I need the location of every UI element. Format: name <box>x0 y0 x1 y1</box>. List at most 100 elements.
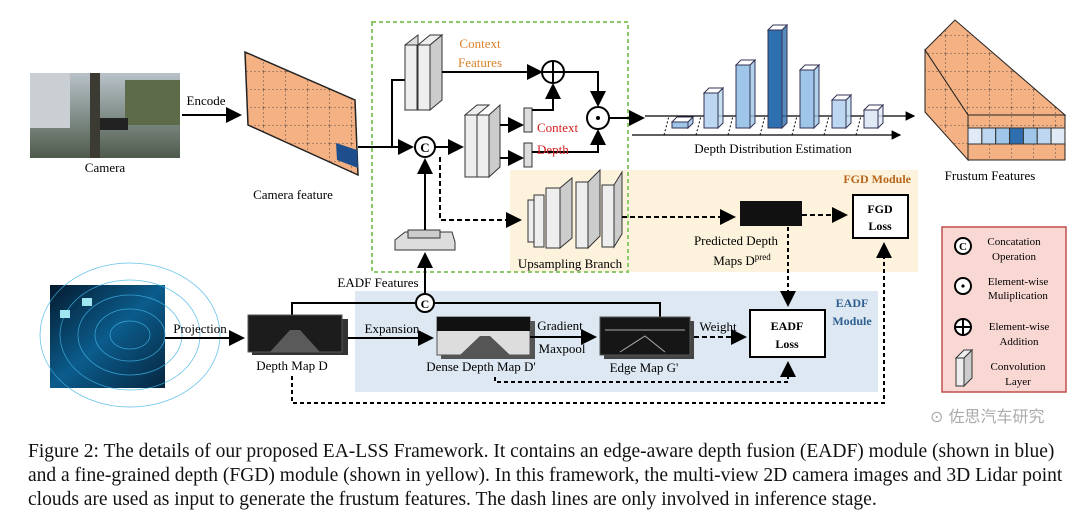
concat-icon: C <box>414 136 436 158</box>
depth-bin-bar <box>823 115 830 136</box>
concat-legend-icon: C <box>954 237 972 255</box>
svg-text:Loss: Loss <box>775 337 799 351</box>
depth-bin-bar <box>734 59 757 66</box>
eadf-pooling-block <box>394 229 456 251</box>
depth-bin-bar <box>831 99 847 129</box>
depth-bin-bar <box>727 115 734 136</box>
depth-bin-bar <box>862 104 885 111</box>
edge-map-label: Edge Map G' <box>610 360 679 375</box>
depth-bin-bar <box>749 58 756 130</box>
dense-depth-map-image <box>436 316 535 359</box>
context-features-label-2: Features <box>458 55 502 70</box>
depth-bin-bar <box>759 115 766 136</box>
depth-bin-bar <box>813 63 820 130</box>
maxpool-label: Maxpool <box>539 341 586 356</box>
fgd-module-title: FGD Module <box>843 172 911 186</box>
frustum-depth-cell <box>1036 127 1052 145</box>
svg-text:FGD: FGD <box>867 202 893 216</box>
depth-distribution-label: Depth Distribution Estimation <box>694 141 852 156</box>
frustum-features-label: Frustum Features <box>945 168 1036 183</box>
eadf-loss-box: EADF Loss <box>749 309 826 358</box>
depth-bin-bar <box>671 121 689 129</box>
camera-label: Camera <box>85 160 126 175</box>
depth-label: Depth <box>537 142 569 157</box>
depthnet-region <box>371 21 629 273</box>
svg-text:C: C <box>420 140 429 155</box>
multiply-legend-icon <box>954 277 972 295</box>
context-features-label: Context <box>459 36 501 51</box>
svg-text:C: C <box>959 241 967 253</box>
depth-head <box>523 142 533 168</box>
addition-icon <box>541 60 565 84</box>
depth-bin-bar <box>798 64 821 71</box>
depth-bin-bar <box>695 115 702 136</box>
context-conv-layers <box>404 33 444 112</box>
depth-bin-bar <box>735 64 751 129</box>
depth-bin-bar <box>703 92 719 129</box>
encode-label: Encode <box>187 93 226 108</box>
fgd-loss-box: FGD Loss <box>852 194 909 239</box>
expansion-label: Expansion <box>365 321 420 336</box>
frustum-features <box>924 19 1067 162</box>
figure-caption: Figure 2: The details of our proposed EA… <box>28 441 1063 510</box>
depth-bin-bar <box>766 24 789 31</box>
dense-depth-label: Dense Depth Map D' <box>426 359 536 374</box>
eadf-module-title: EADF <box>836 296 869 310</box>
context-label: Context <box>537 120 579 135</box>
camera-image <box>30 73 180 158</box>
depth-bin-bar <box>663 115 670 136</box>
depth-map-label: Depth Map D <box>256 358 328 373</box>
lidar-point-cloud <box>39 262 221 408</box>
camera-feature-label: Camera feature <box>253 187 333 202</box>
frustum-depth-cell <box>995 127 1011 145</box>
add-legend-icon <box>954 318 972 336</box>
svg-text:Muliplication: Muliplication <box>988 290 1048 302</box>
frustum-depth-cell <box>1050 127 1066 145</box>
multiplication-icon <box>586 106 610 130</box>
depth-bin-bar <box>717 86 724 130</box>
legend: C Concatation Operation Element-wise Mul… <box>941 226 1067 393</box>
frustum-depth-cell <box>981 127 997 145</box>
frustum-depth-cell <box>1022 127 1038 145</box>
depth-bin-bar <box>702 87 725 94</box>
svg-text:Layer: Layer <box>1005 376 1031 388</box>
watermark-logo: ⊙ 佐思汽车研究 <box>930 407 1045 426</box>
upsampling-label: Upsampling Branch <box>518 256 623 271</box>
depth-bin-bar <box>830 94 853 101</box>
svg-text:Element-wise: Element-wise <box>988 276 1049 288</box>
predicted-depth-map <box>740 201 802 226</box>
svg-text:C: C <box>421 297 430 311</box>
edge-map-image <box>599 316 694 359</box>
depth-conv-layers <box>463 103 501 179</box>
svg-text:Concatation: Concatation <box>987 236 1041 248</box>
camera-feature-map <box>244 50 359 177</box>
eadf-concat-icon: C <box>415 293 435 313</box>
maps-dpred-label: Maps Dpred <box>713 252 771 268</box>
depth-distribution-bars <box>663 23 885 136</box>
upsampling-conv-layers <box>527 168 623 250</box>
eadf-features-label: EADF Features <box>337 275 418 290</box>
depth-bin-bar <box>799 69 815 129</box>
depth-bin-bar <box>791 115 798 136</box>
conv-layer-legend-icon <box>954 348 974 388</box>
svg-text:Element-wise: Element-wise <box>989 321 1050 333</box>
frustum-depth-cell <box>1009 127 1024 145</box>
svg-text:Operation: Operation <box>992 251 1036 263</box>
depth-bin-bar <box>855 115 862 136</box>
gradient-label: Gradient <box>537 318 583 333</box>
context-head <box>523 107 533 133</box>
depth-bin-bar <box>670 116 695 123</box>
eadf-module-title-2: Module <box>832 314 872 328</box>
frustum-depth-cell <box>967 127 983 145</box>
depth-map-image <box>247 314 348 355</box>
projection-label: Projection <box>173 321 227 336</box>
svg-text:Addition: Addition <box>999 336 1039 348</box>
svg-text:Convolution: Convolution <box>990 361 1046 373</box>
depth-bin-bar <box>781 23 788 130</box>
depth-bin-bar <box>863 109 879 129</box>
svg-text:Loss: Loss <box>868 219 892 233</box>
svg-text:EADF: EADF <box>771 319 804 333</box>
predicted-depth-label: Predicted Depth <box>694 233 779 248</box>
weight-label: Weight <box>699 319 737 334</box>
